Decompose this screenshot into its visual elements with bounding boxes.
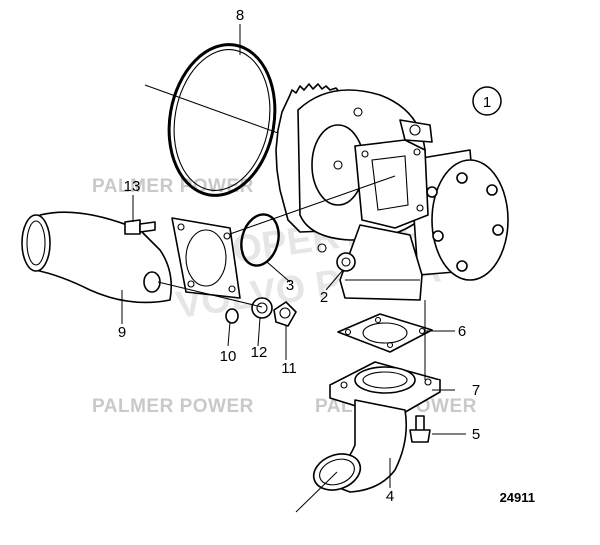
group-number-label: 1 xyxy=(483,94,491,111)
part-13-screw xyxy=(124,219,156,235)
callout-4: 4 xyxy=(386,488,394,505)
pump-cover xyxy=(409,149,509,281)
callout-3: 3 xyxy=(286,277,294,294)
callout-11: 11 xyxy=(281,360,297,377)
callout-8: 8 xyxy=(236,7,244,24)
callout-5: 5 xyxy=(472,426,480,443)
callout-7: 7 xyxy=(472,382,480,399)
watermark-text: PALMER POWER xyxy=(92,176,254,197)
callout-13: 13 xyxy=(124,178,141,195)
part-12-washer xyxy=(251,297,273,319)
part-3-o-ring xyxy=(240,213,280,267)
part-11-plug xyxy=(273,301,297,327)
part-6-gasket xyxy=(337,313,433,353)
callout-12: 12 xyxy=(251,344,268,361)
callout-labels: 8 13 9 10 12 11 3 2 6 7 5 4 xyxy=(118,7,480,505)
callout-10: 10 xyxy=(220,348,237,365)
part-2-plug xyxy=(336,252,356,272)
part-10-plug xyxy=(225,308,239,324)
callout-9: 9 xyxy=(118,324,126,341)
figure-number: 24911 xyxy=(500,490,535,505)
part-8-o-ring xyxy=(167,43,277,197)
pump-flange xyxy=(354,139,429,229)
callout-6: 6 xyxy=(458,323,466,340)
watermark-text: PALMER POWER xyxy=(92,396,254,417)
group-number-badge: 1 xyxy=(472,86,502,116)
callout-2: 2 xyxy=(320,289,328,306)
pump-outlet xyxy=(339,224,423,301)
part-5-bolt xyxy=(409,415,431,443)
leader-lines xyxy=(121,24,466,513)
part-7-flange xyxy=(329,361,441,419)
